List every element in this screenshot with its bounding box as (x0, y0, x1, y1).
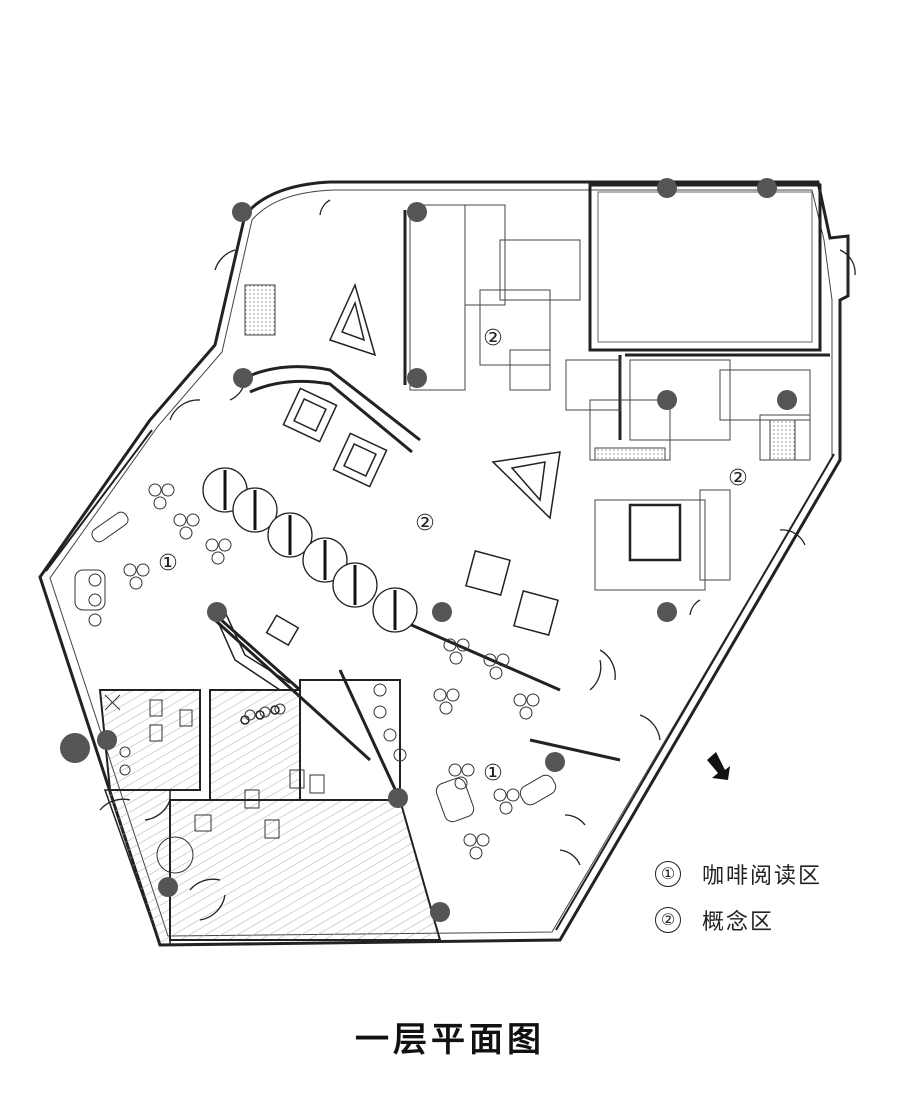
legend-item-coffee-reading: ① 咖啡阅读区 (655, 858, 885, 890)
curtain-wall (39, 419, 841, 941)
zone-label-1-lower: ① (483, 761, 503, 786)
seating-lower (373, 638, 557, 860)
seating-left (74, 483, 232, 627)
zone-label-2-center: ② (415, 511, 435, 536)
legend-item-concept: ② 概念区 (655, 904, 885, 936)
restroom-block (98, 679, 442, 946)
zone-label-1-left: ① (158, 551, 178, 576)
floor-plan: ② ② ② ① ① (38, 178, 856, 947)
upper-right-room (588, 183, 822, 352)
legend-label: 咖啡阅读区 (702, 864, 823, 889)
outline-inner (49, 189, 833, 937)
plan-caption: 一层平面图 (355, 1020, 545, 1060)
wc-fixtures (104, 694, 325, 874)
zone-label-2-right: ② (728, 466, 748, 491)
legend-marker: ② (655, 907, 681, 933)
legend-marker: ① (655, 861, 681, 887)
bar-counter (214, 611, 300, 725)
stair-blocks (409, 204, 811, 591)
zone-label-2-top: ② (483, 326, 503, 351)
legend-label: 概念区 (702, 910, 775, 935)
doors (99, 199, 856, 921)
entrance-arrow-icon (707, 752, 730, 780)
display-islands (282, 282, 561, 636)
zone-labels: ② ② ② ① ① (158, 326, 748, 786)
circular-panels (202, 467, 418, 633)
structural-columns (60, 178, 797, 922)
